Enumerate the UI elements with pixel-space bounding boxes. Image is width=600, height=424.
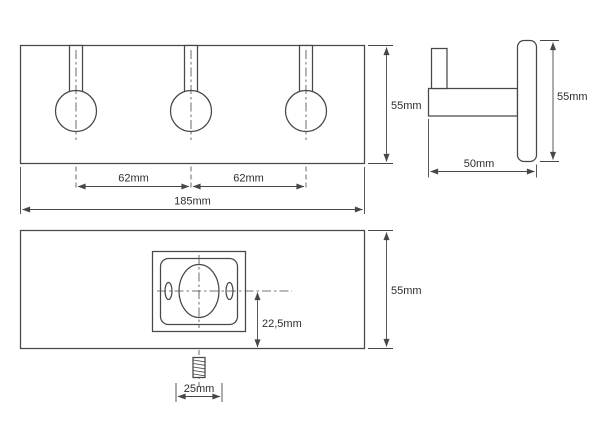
- front-spacing-dimensions: 62mm 62mm: [75, 166, 307, 190]
- dimension-label: 55mm: [391, 100, 422, 112]
- dimension-label: 62mm: [233, 173, 264, 185]
- dimension-label: 185mm: [174, 196, 211, 208]
- wall-plate: [516, 39, 538, 163]
- mounting-screw: [192, 350, 206, 388]
- front-width-dimension: 185mm: [20, 167, 365, 214]
- dimension-label: 62mm: [118, 173, 149, 185]
- front-hook-1: [54, 44, 98, 140]
- hook-arm: [427, 87, 519, 117]
- dimension-label: 50mm: [464, 158, 495, 170]
- screw-threads: [192, 359, 206, 377]
- front-hook-3: [284, 44, 328, 140]
- hook-tip: [430, 47, 448, 90]
- front-view: 55mm 62mm 62mm 185mm: [19, 44, 422, 214]
- screw-width-dimension: 25mm: [175, 383, 223, 402]
- dimension-label: 22,5mm: [262, 318, 302, 330]
- dimension-label: 55mm: [391, 285, 422, 297]
- dimension-label: 55mm: [557, 91, 588, 103]
- dimension-label: 25mm: [184, 383, 215, 395]
- mounting-bracket: [151, 250, 292, 333]
- back-offset-dimension: 22,5mm: [254, 292, 302, 348]
- back-height-dimension: 55mm: [368, 230, 422, 349]
- back-view: 55mm 22,5mm 25mm: [19, 229, 422, 402]
- front-height-dimension: 55mm: [368, 45, 422, 164]
- side-view: 55mm 50mm: [427, 39, 588, 178]
- front-hook-2: [169, 44, 213, 140]
- side-height-dimension: 55mm: [540, 40, 588, 162]
- side-depth-dimension: 50mm: [428, 119, 537, 178]
